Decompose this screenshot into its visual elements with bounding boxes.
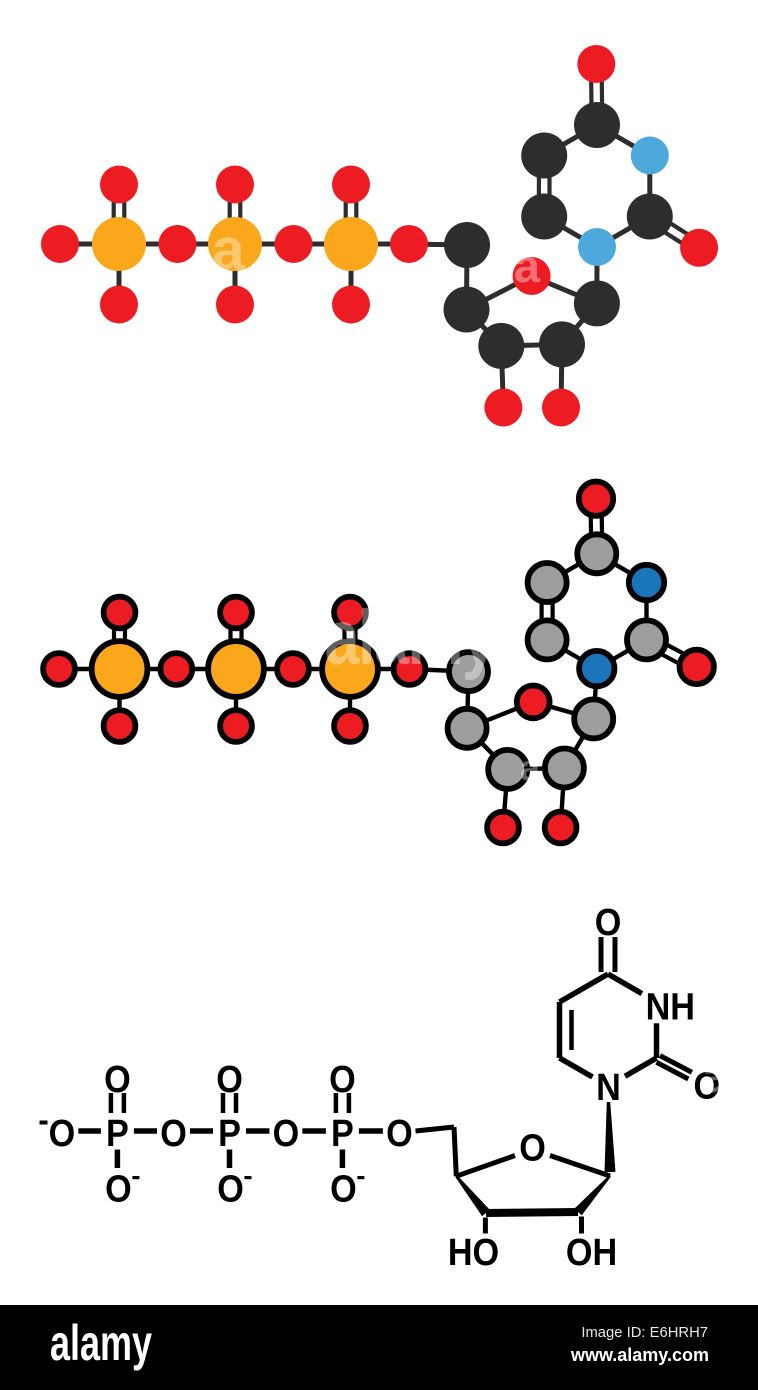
- svg-text:O: O: [329, 1057, 356, 1100]
- svg-text:O: O: [104, 1057, 131, 1100]
- svg-text:O: O: [217, 1167, 244, 1210]
- svg-text:O: O: [273, 1112, 300, 1155]
- svg-text:a: a: [514, 239, 541, 292]
- svg-text:Image ID: E6HRH7: Image ID: E6HRH7: [581, 1325, 708, 1341]
- svg-text:O: O: [386, 1112, 413, 1155]
- svg-text:O: O: [105, 1167, 132, 1210]
- svg-text:HO: HO: [448, 1230, 499, 1273]
- svg-text:O: O: [49, 1112, 76, 1155]
- svg-text:alamy: alamy: [50, 1316, 152, 1371]
- svg-text:N: N: [596, 1065, 621, 1108]
- svg-text:P: P: [218, 1112, 241, 1155]
- svg-text:P: P: [106, 1112, 129, 1155]
- svg-text:OH: OH: [566, 1230, 617, 1273]
- svg-text:O: O: [519, 1126, 546, 1169]
- svg-text:O: O: [595, 900, 622, 943]
- svg-text:alamy: alamy: [325, 594, 497, 680]
- svg-text:a: a: [211, 216, 245, 283]
- svg-text:O: O: [694, 1064, 721, 1107]
- svg-text:www.alamy.com: www.alamy.com: [570, 1345, 709, 1365]
- svg-text:P: P: [331, 1112, 354, 1155]
- svg-text:O: O: [330, 1167, 357, 1210]
- svg-text:O: O: [160, 1112, 187, 1155]
- svg-text:a: a: [520, 747, 541, 788]
- svg-text:O: O: [216, 1057, 243, 1100]
- svg-text:a: a: [703, 1050, 730, 1103]
- svg-text:NH: NH: [646, 985, 695, 1028]
